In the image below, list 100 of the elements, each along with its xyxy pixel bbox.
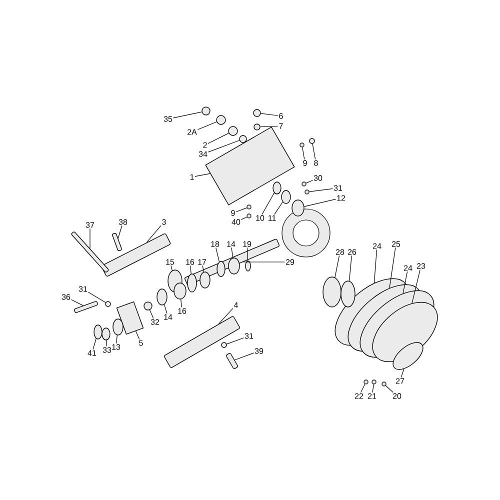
leader-line bbox=[118, 225, 122, 239]
leader-line bbox=[216, 247, 220, 262]
leader-line bbox=[312, 144, 316, 160]
ring bbox=[174, 282, 186, 300]
nut bbox=[245, 260, 251, 272]
callout-number: 26 bbox=[347, 248, 357, 256]
leader-line bbox=[164, 304, 168, 314]
washer bbox=[254, 124, 260, 130]
bearing bbox=[292, 200, 304, 216]
bolt bbox=[71, 232, 109, 272]
sleeve bbox=[200, 272, 210, 288]
nut bbox=[382, 382, 386, 386]
bearing bbox=[228, 258, 240, 274]
pin bbox=[364, 380, 368, 384]
callout-number: 33 bbox=[102, 346, 112, 354]
ring bbox=[112, 318, 124, 336]
callout-number: 3 bbox=[161, 218, 167, 226]
leader-line bbox=[226, 338, 244, 344]
callout-number: 24 bbox=[372, 242, 382, 250]
leader-line bbox=[274, 202, 283, 215]
screw bbox=[309, 138, 315, 144]
leader-line bbox=[194, 173, 210, 177]
callout-number: 14 bbox=[163, 314, 173, 320]
leader-line bbox=[197, 122, 217, 130]
leader-line bbox=[385, 385, 394, 393]
ring bbox=[144, 302, 152, 310]
callout-number: 21 bbox=[367, 392, 377, 400]
leader-line bbox=[218, 308, 234, 324]
leader-line bbox=[70, 299, 84, 306]
callout-number: 32 bbox=[150, 318, 160, 326]
callout-number: 16 bbox=[177, 308, 187, 314]
callout-number: 24 bbox=[403, 264, 413, 272]
leader-line bbox=[260, 126, 278, 128]
callout-number: 34 bbox=[198, 150, 208, 158]
callout-number: 39 bbox=[254, 348, 264, 354]
callout-number: 40 bbox=[231, 218, 241, 226]
callout-number: 30 bbox=[313, 174, 323, 182]
leader-line bbox=[309, 188, 334, 192]
callout-number: 31 bbox=[333, 184, 343, 192]
leader-line bbox=[88, 292, 106, 303]
bolt bbox=[112, 232, 122, 252]
leader-line bbox=[372, 384, 374, 393]
ring bbox=[187, 274, 197, 292]
callout-number: 31 bbox=[244, 332, 254, 340]
callout-number: 13 bbox=[111, 344, 121, 350]
leader-line bbox=[92, 338, 96, 350]
leader-line bbox=[304, 198, 336, 207]
washer bbox=[221, 342, 227, 348]
leader-line bbox=[116, 334, 118, 344]
callout-number: 36 bbox=[61, 294, 71, 300]
callout-number: 7 bbox=[278, 122, 284, 130]
callout-number: 38 bbox=[118, 218, 128, 226]
leader-line bbox=[234, 352, 254, 360]
callout-number: 12 bbox=[336, 194, 346, 202]
leader-line bbox=[208, 132, 229, 144]
bearing bbox=[281, 190, 291, 204]
callout-number: 2 bbox=[202, 142, 208, 148]
leader-line bbox=[136, 330, 140, 340]
leader-line bbox=[146, 225, 162, 243]
leader-line bbox=[302, 147, 305, 160]
nut bbox=[253, 109, 261, 117]
leader-line bbox=[400, 368, 404, 378]
washer bbox=[300, 142, 304, 148]
callout-number: 35 bbox=[163, 116, 173, 122]
leader-line bbox=[231, 247, 234, 258]
callout-number: 31 bbox=[78, 286, 88, 292]
ring bbox=[94, 324, 102, 340]
screw bbox=[246, 214, 252, 218]
callout-number: 9 bbox=[230, 210, 236, 216]
leader-line bbox=[389, 247, 396, 288]
ring bbox=[102, 328, 110, 340]
callout-number: 5 bbox=[138, 340, 144, 346]
leader-line bbox=[106, 340, 108, 347]
callout-number: 28 bbox=[335, 248, 345, 256]
leader-line bbox=[170, 265, 173, 271]
leader-line bbox=[260, 113, 278, 116]
leader-line bbox=[180, 298, 182, 308]
leader-line bbox=[360, 384, 366, 393]
callout-number: 20 bbox=[392, 392, 402, 400]
leader-line bbox=[149, 310, 154, 319]
callout-number: 10 bbox=[255, 214, 265, 222]
bearing bbox=[216, 115, 226, 125]
leader-line bbox=[246, 247, 248, 261]
callout-number: 8 bbox=[313, 160, 319, 166]
screw bbox=[302, 182, 306, 186]
washer bbox=[246, 204, 252, 210]
callout-number: 9 bbox=[302, 160, 308, 166]
washer bbox=[202, 106, 210, 116]
callout-number: 27 bbox=[395, 378, 405, 384]
callout-number: 29 bbox=[285, 258, 295, 266]
washer bbox=[239, 135, 247, 143]
callout-number: 11 bbox=[267, 214, 277, 222]
leader-line bbox=[190, 265, 192, 274]
washer bbox=[304, 190, 310, 194]
callout-number: 41 bbox=[87, 350, 97, 356]
leader-line bbox=[208, 140, 240, 152]
leader-line bbox=[262, 192, 275, 215]
leader-line bbox=[334, 255, 340, 278]
callout-number: 1 bbox=[189, 174, 195, 180]
leader-line bbox=[202, 265, 204, 272]
